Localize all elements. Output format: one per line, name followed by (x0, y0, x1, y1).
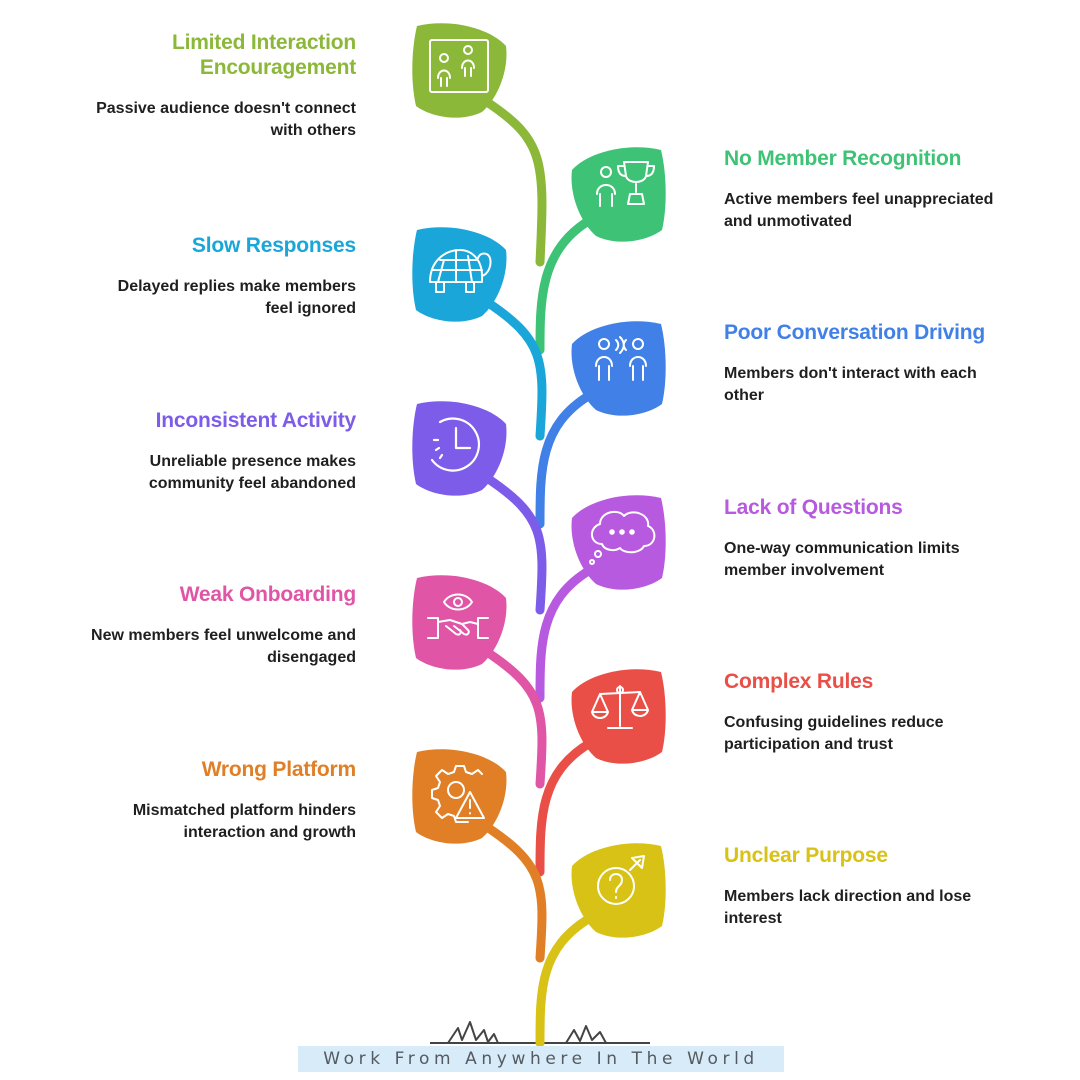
item-title: Inconsistent Activity (155, 409, 357, 432)
item-limited-interaction: Limited Interaction Encouragement Passiv… (56, 30, 356, 142)
leaf-wrong-platform (412, 749, 507, 844)
item-title: Complex Rules (724, 670, 874, 693)
item-description: Members lack direction and lose interest (724, 888, 972, 927)
presentation-audience-icon (429, 39, 489, 93)
item-title: Lack of Questions (724, 496, 903, 519)
branch-wrong-platform (479, 820, 547, 963)
item-description: Delayed replies make members feel ignore… (117, 278, 356, 317)
item-title: Slow Responses (191, 234, 356, 257)
item-slow-responses: Slow Responses Delayed replies make memb… (56, 233, 357, 320)
branch-slow-responses (479, 295, 547, 441)
item-description: Unreliable presence makes community feel… (148, 453, 356, 492)
branch-unclear-purpose (535, 913, 595, 1048)
item-wrong-platform: Wrong Platform Mismatched platform hinde… (56, 757, 356, 844)
item-description: New members feel unwelcome and disengage… (91, 627, 356, 666)
item-complex-rules: Complex Rules Confusing guidelines reduc… (724, 669, 1024, 756)
item-lack-of-questions: Lack of Questions One-way communication … (724, 495, 1024, 582)
leaf-slow-responses (412, 227, 507, 322)
item-unclear-purpose: Unclear Purpose Members lack direction a… (724, 843, 1024, 930)
item-title: Weak Onboarding (179, 583, 357, 606)
branch-inconsistent-activity (479, 471, 547, 615)
branch-weak-onboarding (479, 645, 547, 789)
item-description: Members don't interact with each other (724, 365, 977, 404)
item-weak-onboarding: Weak Onboarding New members feel unwelco… (56, 582, 356, 669)
question-compass-icon (597, 855, 645, 905)
leaf-no-member-recognition (571, 147, 666, 242)
item-description: One-way communication limits member invo… (724, 540, 960, 579)
item-title: Wrong Platform (201, 758, 357, 781)
branch-lack-of-questions (535, 565, 595, 703)
item-title: Unclear Purpose (724, 844, 888, 867)
footer-banner: Work From Anywhere In The World (298, 1046, 784, 1072)
thought-bubble-icon (589, 510, 656, 565)
leaf-inconsistent-activity (412, 401, 507, 496)
scales-icon (591, 685, 649, 729)
item-description: Passive audience doesn't connect with ot… (96, 100, 356, 139)
gear-warning-icon (431, 765, 485, 823)
people-talking-icon (595, 336, 647, 381)
leaf-lack-of-questions (571, 495, 666, 590)
leaf-poor-conversation (571, 321, 666, 416)
item-description: Confusing guidelines reduce participatio… (724, 714, 944, 753)
item-description: Mismatched platform hinders interaction … (132, 802, 356, 841)
branch-limited-interaction (479, 95, 547, 267)
item-poor-conversation: Poor Conversation Driving Members don't … (724, 320, 1024, 407)
item-title: Limited Interaction Encouragement (171, 31, 356, 79)
leaf-weak-onboarding (412, 575, 507, 670)
branch-poor-conversation (535, 390, 595, 529)
handshake-eye-icon (427, 593, 489, 639)
item-inconsistent-activity: Inconsistent Activity Unreliable presenc… (56, 408, 356, 495)
leaf-unclear-purpose (571, 843, 666, 938)
item-description: Active members feel unappreciated and un… (724, 191, 994, 230)
turtle-icon (429, 249, 492, 293)
item-title: Poor Conversation Driving (724, 321, 986, 344)
leaf-limited-interaction (412, 23, 507, 118)
trophy-person-icon (596, 161, 655, 207)
clock-icon (430, 417, 481, 472)
branch-no-member-recognition (535, 215, 595, 355)
leaf-complex-rules (571, 669, 666, 764)
branch-complex-rules (535, 738, 595, 877)
item-title: No Member Recognition (724, 147, 962, 170)
item-no-member-recognition: No Member Recognition Active members fee… (724, 146, 1024, 233)
